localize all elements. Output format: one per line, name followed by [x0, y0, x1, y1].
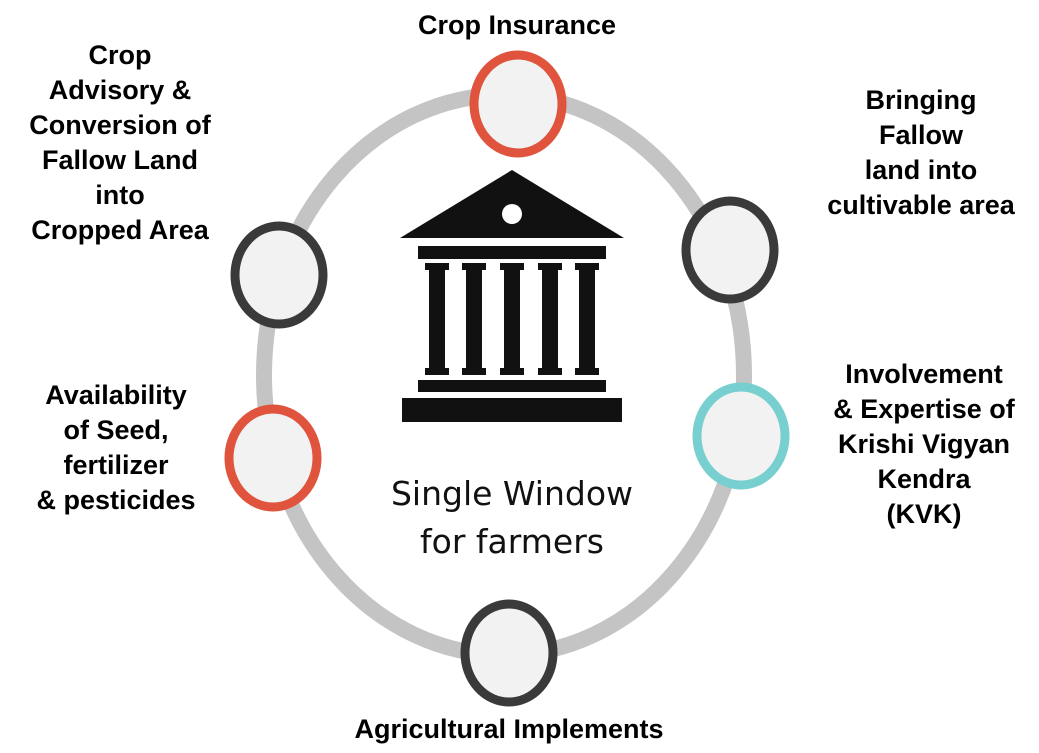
label-kvk: Involvement & Expertise of Krishi Vigyan…: [833, 359, 1015, 529]
label-crop-advisory: Crop Advisory & Conversion of Fallow Lan…: [29, 40, 211, 245]
node-seed-availability: [224, 404, 322, 512]
label-crop-insurance: Crop Insurance: [417, 10, 617, 40]
node-bringing-fallow: [681, 196, 779, 304]
node-kvk: [692, 382, 790, 490]
label-agri-implements: Agricultural Implements: [354, 714, 664, 744]
node-crop-insurance: [469, 50, 567, 158]
node-crop-advisory: [230, 221, 328, 329]
bank-building-icon: [400, 170, 624, 422]
center-title: Single Window for farmers: [390, 474, 634, 561]
node-agri-implements: [460, 599, 558, 707]
label-seed-availability: Availability of Seed, fertilizer & pesti…: [36, 380, 196, 515]
label-bringing-fallow: Bringing Fallow land into cultivable are…: [827, 85, 1015, 220]
